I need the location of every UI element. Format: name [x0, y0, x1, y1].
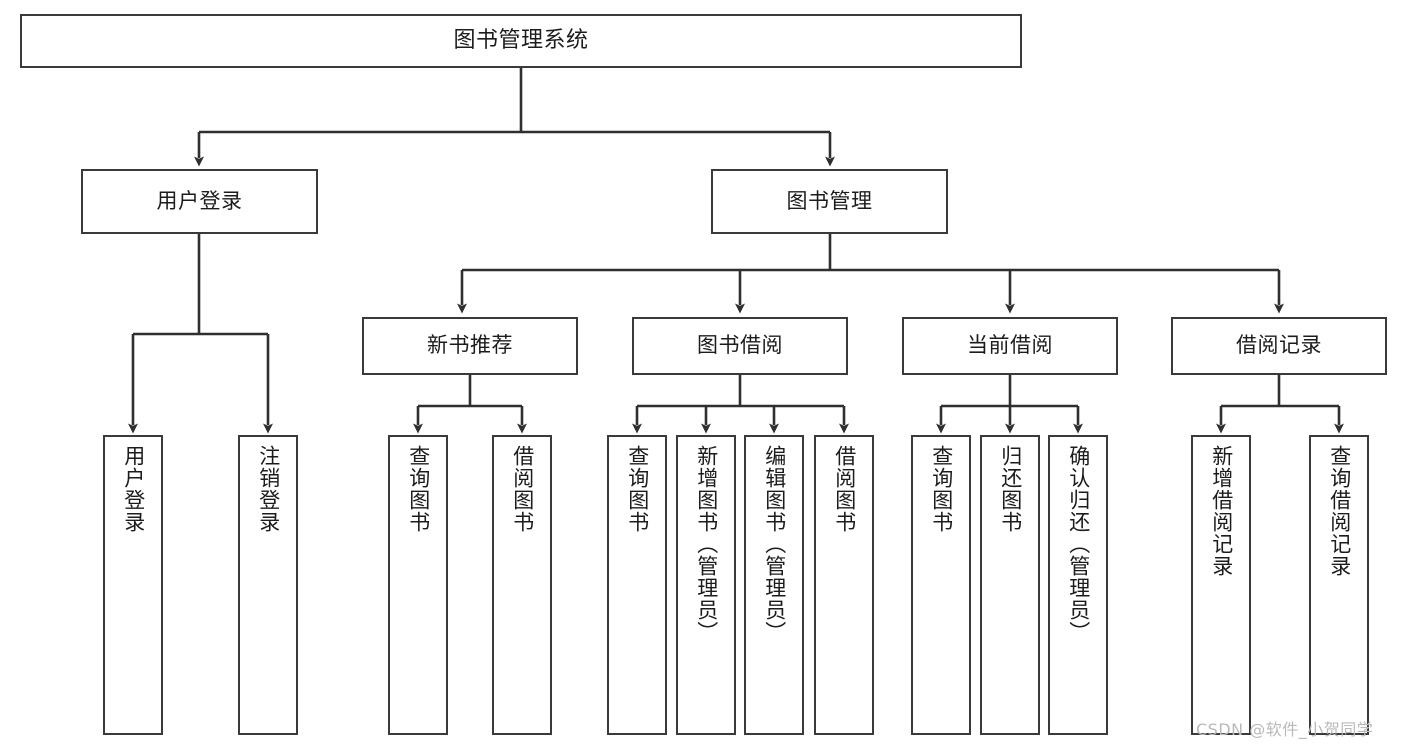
node-label: 图书管理 [786, 188, 873, 213]
leaf-label: 确认归还（管理员） [1066, 445, 1091, 643]
leaf-user-login[interactable]: 用户登录 [103, 435, 163, 735]
node-root[interactable]: 图书管理系统 [20, 14, 1022, 68]
leaf-add-borrow-record[interactable]: 新增借阅记录 [1191, 435, 1251, 735]
leaf-add-book-admin[interactable]: 新增图书（管理员） [676, 435, 736, 735]
leaf-query-book-recommend[interactable]: 查询图书 [388, 435, 448, 735]
leaf-label: 注销登录 [256, 445, 281, 533]
node-user-login[interactable]: 用户登录 [81, 169, 318, 234]
leaf-label: 归还图书 [998, 445, 1023, 533]
leaf-borrow-book[interactable]: 借阅图书 [814, 435, 874, 735]
leaf-confirm-return-admin[interactable]: 确认归还（管理员） [1048, 435, 1108, 735]
leaf-label: 借阅图书 [832, 445, 857, 533]
leaf-borrow-book-recommend[interactable]: 借阅图书 [492, 435, 552, 735]
node-borrow-records[interactable]: 借阅记录 [1171, 317, 1387, 375]
leaf-label: 查询图书 [406, 445, 431, 533]
node-label: 图书管理系统 [453, 27, 589, 53]
leaf-label: 查询图书 [625, 445, 650, 533]
leaf-query-borrow-record[interactable]: 查询借阅记录 [1309, 435, 1369, 735]
node-label: 用户登录 [156, 188, 243, 213]
node-label: 图书借阅 [697, 333, 783, 358]
leaf-edit-book-admin[interactable]: 编辑图书（管理员） [744, 435, 804, 735]
leaf-label: 编辑图书（管理员） [762, 445, 787, 643]
leaf-label: 新增图书（管理员） [694, 445, 719, 643]
leaf-query-book-current[interactable]: 查询图书 [911, 435, 971, 735]
leaf-label: 查询借阅记录 [1327, 445, 1352, 577]
node-label: 新书推荐 [427, 333, 513, 358]
leaf-label: 查询图书 [929, 445, 954, 533]
node-label: 借阅记录 [1236, 333, 1322, 358]
node-current-borrow[interactable]: 当前借阅 [902, 317, 1118, 375]
leaf-logout[interactable]: 注销登录 [238, 435, 298, 735]
node-new-book-recommend[interactable]: 新书推荐 [362, 317, 578, 375]
leaf-return-book[interactable]: 归还图书 [980, 435, 1040, 735]
leaf-label: 用户登录 [121, 445, 146, 533]
node-book-management[interactable]: 图书管理 [711, 169, 948, 234]
node-label: 当前借阅 [967, 333, 1053, 358]
watermark: CSDN @软件_小贺同学 [1196, 720, 1374, 739]
leaf-label: 新增借阅记录 [1209, 445, 1234, 577]
node-book-borrow[interactable]: 图书借阅 [632, 317, 848, 375]
leaf-query-book-borrow[interactable]: 查询图书 [607, 435, 667, 735]
leaf-label: 借阅图书 [510, 445, 535, 533]
